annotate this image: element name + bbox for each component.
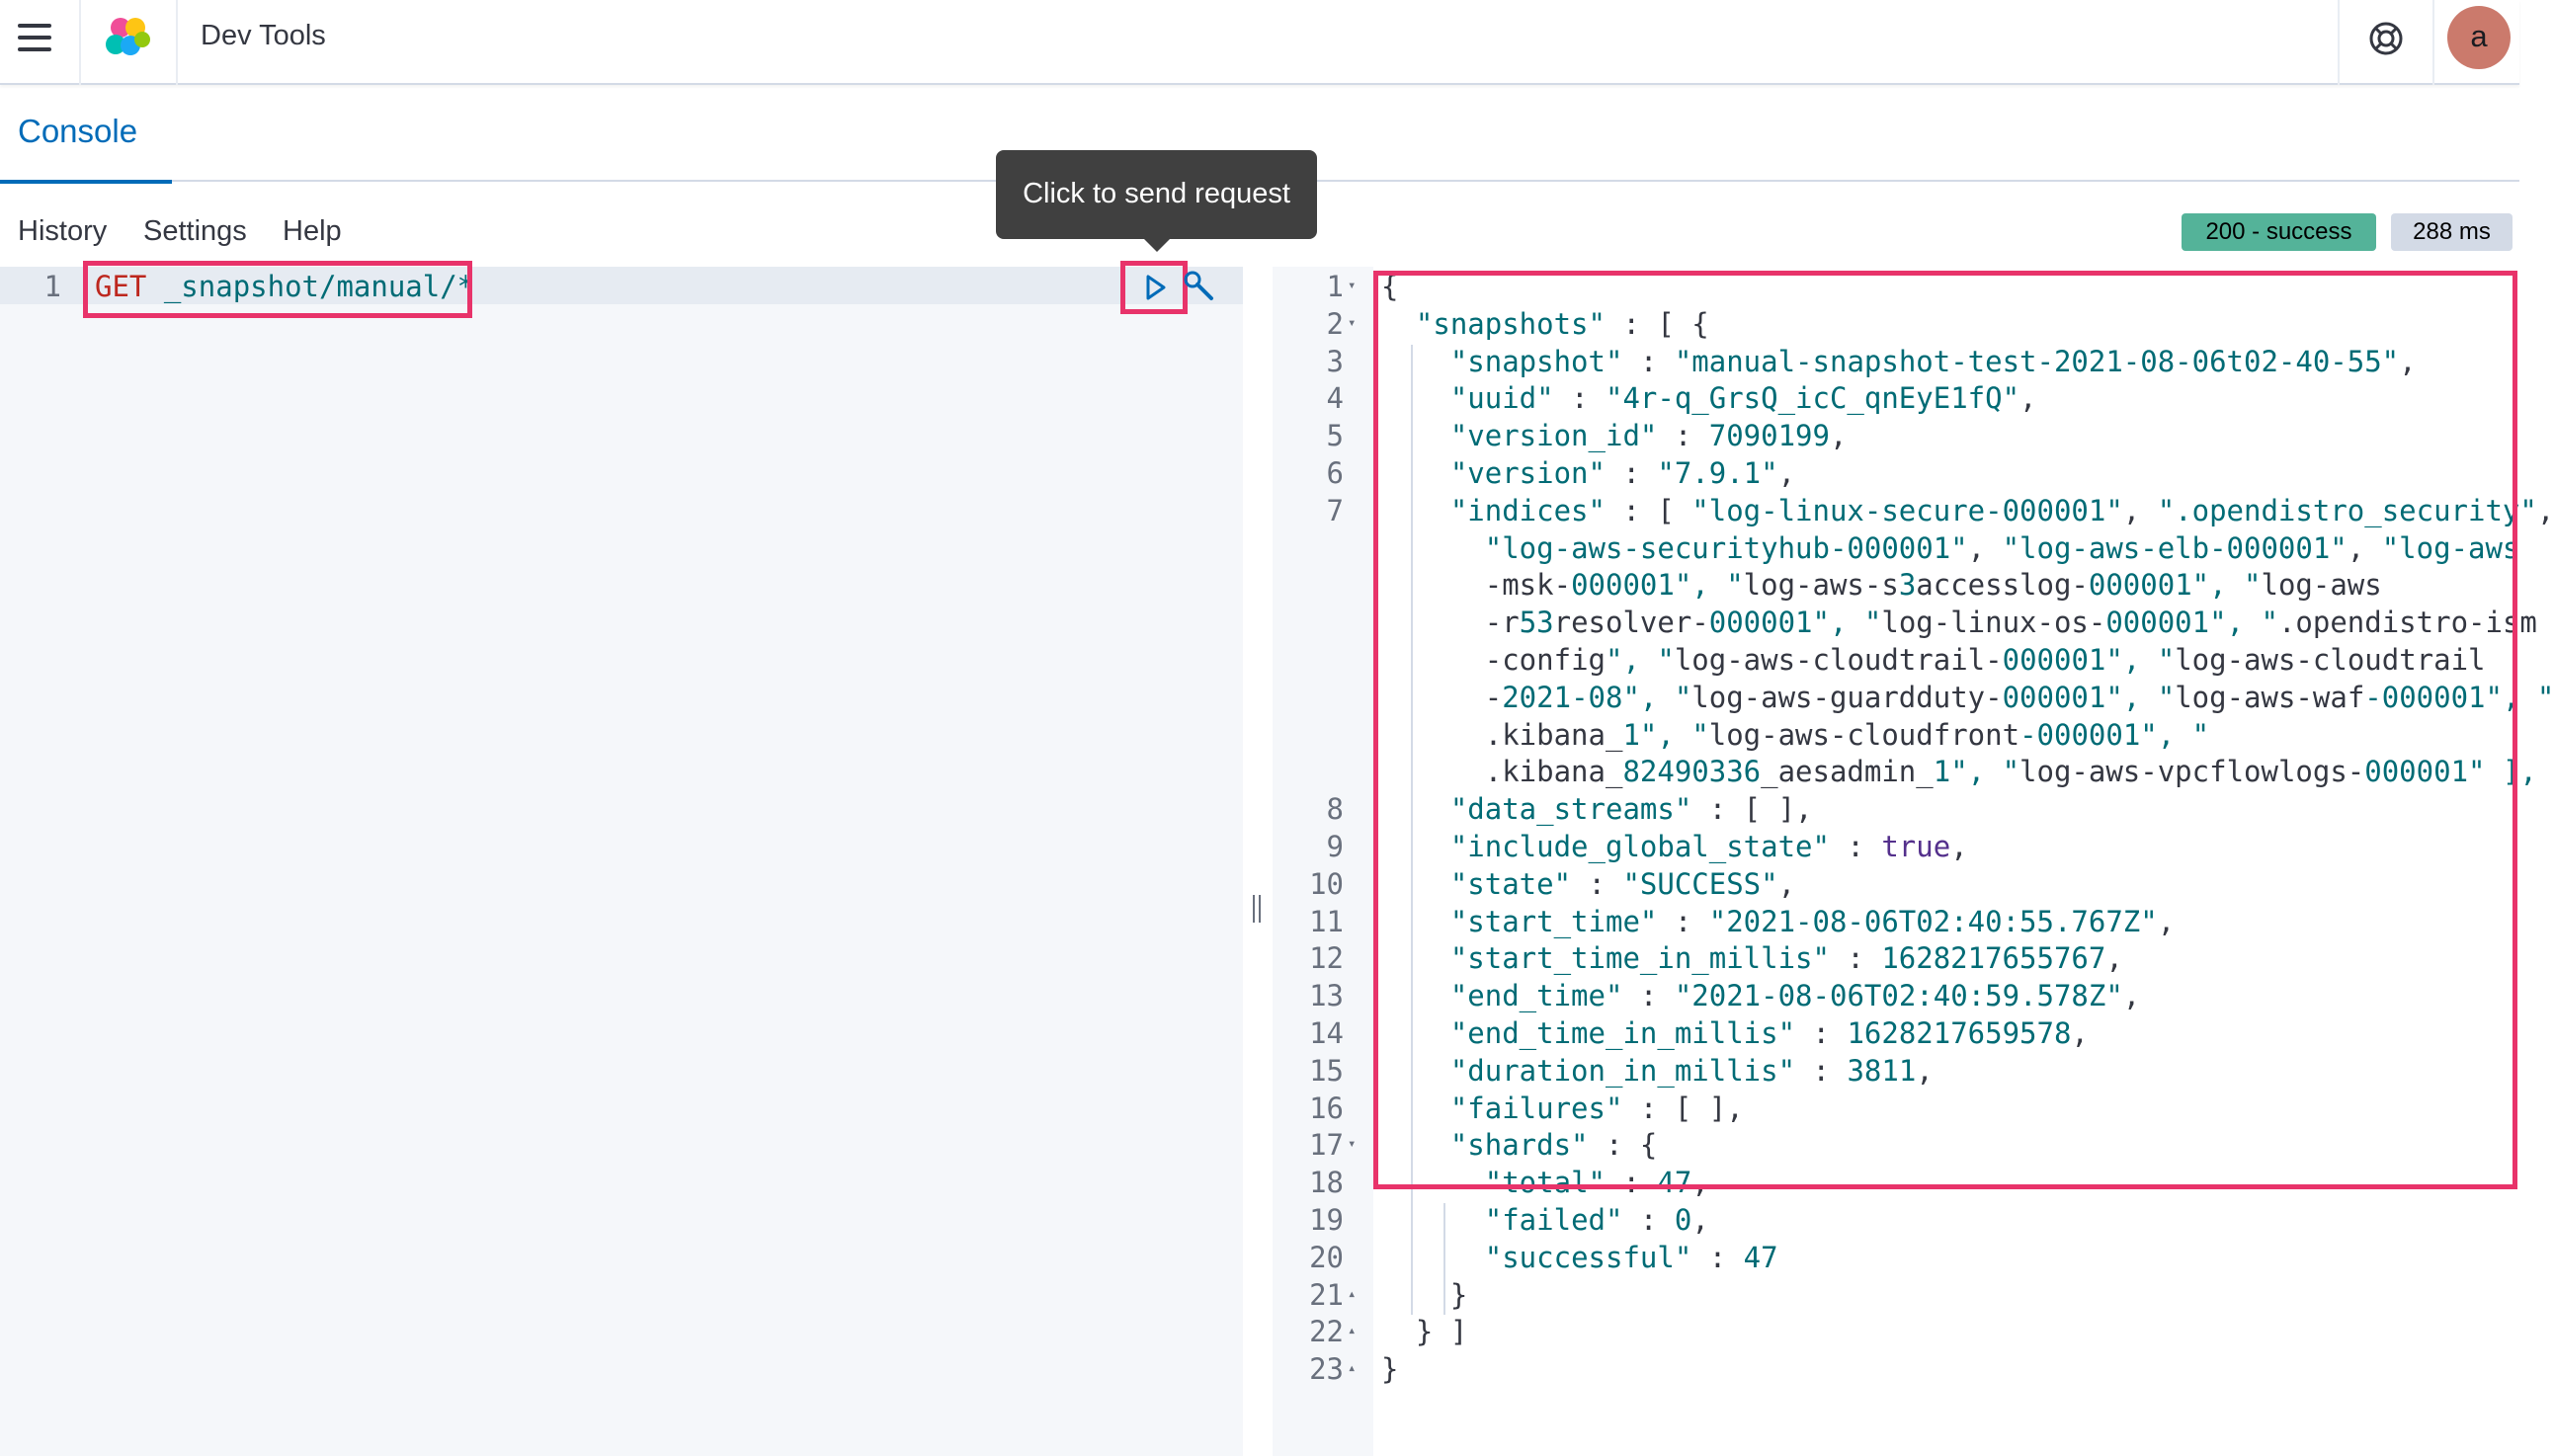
line-number: 14 [1309,1016,1344,1050]
fold-arrow-up-icon[interactable]: ▴ [1348,1285,1357,1302]
response-line[interactable]: .kibana_1", "log-aws-cloudfront-000001",… [1381,717,2210,752]
response-line[interactable]: "duration_in_millis" : 3811, [1449,1053,1934,1088]
response-line[interactable]: "uuid" : "4r-q_GrsQ_icC_qnEyE1fQ", [1449,381,2037,416]
response-line[interactable]: "end_time_in_millis" : 1628217659578, [1449,1016,2089,1050]
request-editor[interactable]: 1 GET _snapshot/manual/* [0,267,1243,1456]
response-line[interactable]: "failures" : [ ], [1449,1091,1744,1125]
header-divider [79,0,81,85]
response-time-badge: 288 ms [2391,213,2513,251]
response-line[interactable]: "version_id" : 7090199, [1449,419,1848,453]
line-number: 13 [1309,979,1344,1013]
response-line[interactable]: "start_time" : "2021-08-06T02:40:55.767Z… [1449,904,2176,938]
line-number: 3 [1326,344,1344,378]
line-number: 5 [1326,419,1344,453]
settings-menu-item[interactable]: Settings [143,215,247,247]
response-line[interactable]: } ] [1381,1315,1468,1349]
tab-console-label: Console [18,113,138,149]
response-code-area[interactable] [1373,267,2519,1456]
tab-console[interactable]: Console [0,85,172,184]
response-line[interactable]: "include_global_state" : true, [1449,830,1968,863]
play-icon [1146,275,1166,300]
response-line[interactable]: "state" : "SUCCESS", [1449,866,1796,901]
indent-guide [1443,1203,1445,1316]
response-line[interactable]: "data_streams" : [ ], [1449,792,1813,827]
history-menu-item[interactable]: History [18,215,108,247]
line-number: 20 [1309,1240,1344,1274]
response-line[interactable]: "total" : 47, [1484,1166,1709,1200]
send-request-button[interactable] [1126,265,1184,308]
line-number: 23 [1309,1352,1344,1387]
line-number: 6 [1326,456,1344,490]
help-menu-item[interactable]: Help [283,215,342,247]
response-line[interactable]: "start_time_in_millis" : 1628217655767, [1449,941,2123,976]
line-number: 16 [1309,1091,1344,1125]
header-divider [2432,0,2434,85]
menu-icon[interactable] [18,24,51,51]
response-line[interactable]: "failed" : 0, [1484,1203,1709,1237]
response-line[interactable]: } [1381,1352,1399,1387]
header-divider [2338,0,2340,85]
response-line[interactable]: "shards" : { [1449,1128,1658,1163]
fold-arrow-down-icon[interactable]: ▾ [1348,314,1357,331]
request-active-line [0,267,1243,304]
indent-guide [1411,344,1413,1316]
line-number: 11 [1309,904,1344,938]
response-line[interactable]: "version" : "7.9.1", [1449,456,1796,490]
response-gutter [1273,267,1373,1456]
line-number: 7 [1326,493,1344,527]
line-number: 15 [1309,1053,1344,1088]
elastic-logo-icon[interactable] [103,14,154,61]
line-number: 12 [1309,941,1344,976]
response-line[interactable]: .kibana_82490336_aesadmin_1", "log-aws-v… [1381,755,2537,789]
response-line[interactable]: "indices" : [ "log-linux-secure-000001",… [1449,493,2554,527]
header-divider [176,0,178,85]
response-line[interactable]: } [1381,1277,1468,1312]
send-request-tooltip: Click to send request [996,150,1317,239]
editor-splitter[interactable] [1243,267,1273,1456]
response-line[interactable]: "successful" : 47 [1484,1240,1778,1274]
active-tab-underline [0,180,172,184]
response-line[interactable]: -config", "log-aws-cloudtrail-000001", "… [1381,643,2486,677]
response-line[interactable]: -msk-000001", "log-aws-s3accesslog-00000… [1381,568,2382,603]
tooltip-arrow [1143,238,1171,252]
response-line[interactable]: "end_time" : "2021-08-06T02:40:59.578Z", [1449,979,2141,1013]
fold-arrow-down-icon[interactable]: ▾ [1348,278,1357,293]
line-number: 18 [1309,1166,1344,1200]
request-method: GET [95,270,147,303]
fold-arrow-down-icon[interactable]: ▾ [1348,1136,1357,1153]
app-title: Dev Tools [201,20,326,51]
line-number: 17 [1309,1128,1344,1163]
status-badge: 200 - success [2182,213,2376,251]
response-line[interactable]: "log-aws-securityhub-000001", "log-aws-e… [1484,530,2520,565]
help-icon[interactable] [2367,20,2405,57]
response-line[interactable]: "snapshot" : "manual-snapshot-test-2021-… [1449,344,2417,378]
top-header: Dev Tools a [0,0,2519,85]
line-number: 19 [1309,1203,1344,1237]
response-line[interactable]: -r53resolver-000001", "log-linux-os-0000… [1381,606,2537,640]
request-line[interactable]: GET _snapshot/manual/* [95,270,474,303]
line-number: 1 [43,270,61,303]
line-number: 4 [1326,381,1344,416]
line-number: 8 [1326,792,1344,827]
response-line[interactable]: "snapshots" : [ { [1415,306,1709,341]
fold-arrow-up-icon[interactable]: ▴ [1348,1360,1357,1377]
line-number: 2 [1326,306,1344,341]
request-gutter [0,267,87,1456]
response-line[interactable]: { [1381,270,1399,303]
line-number: 21 [1309,1277,1344,1312]
response-line[interactable]: -2021-08", "log-aws-guardduty-000001", "… [1381,680,2554,714]
wrench-icon[interactable] [1182,269,1217,304]
request-code-area[interactable] [87,267,1243,1456]
fold-arrow-up-icon[interactable]: ▴ [1348,1323,1357,1339]
user-avatar[interactable]: a [2447,6,2511,69]
splitter-grip-icon[interactable] [1251,895,1263,923]
line-number: 1 [1326,270,1344,303]
line-number: 10 [1309,866,1344,901]
line-number: 9 [1326,830,1344,863]
line-number: 22 [1309,1315,1344,1349]
request-path: _snapshot/manual/* [146,270,475,303]
